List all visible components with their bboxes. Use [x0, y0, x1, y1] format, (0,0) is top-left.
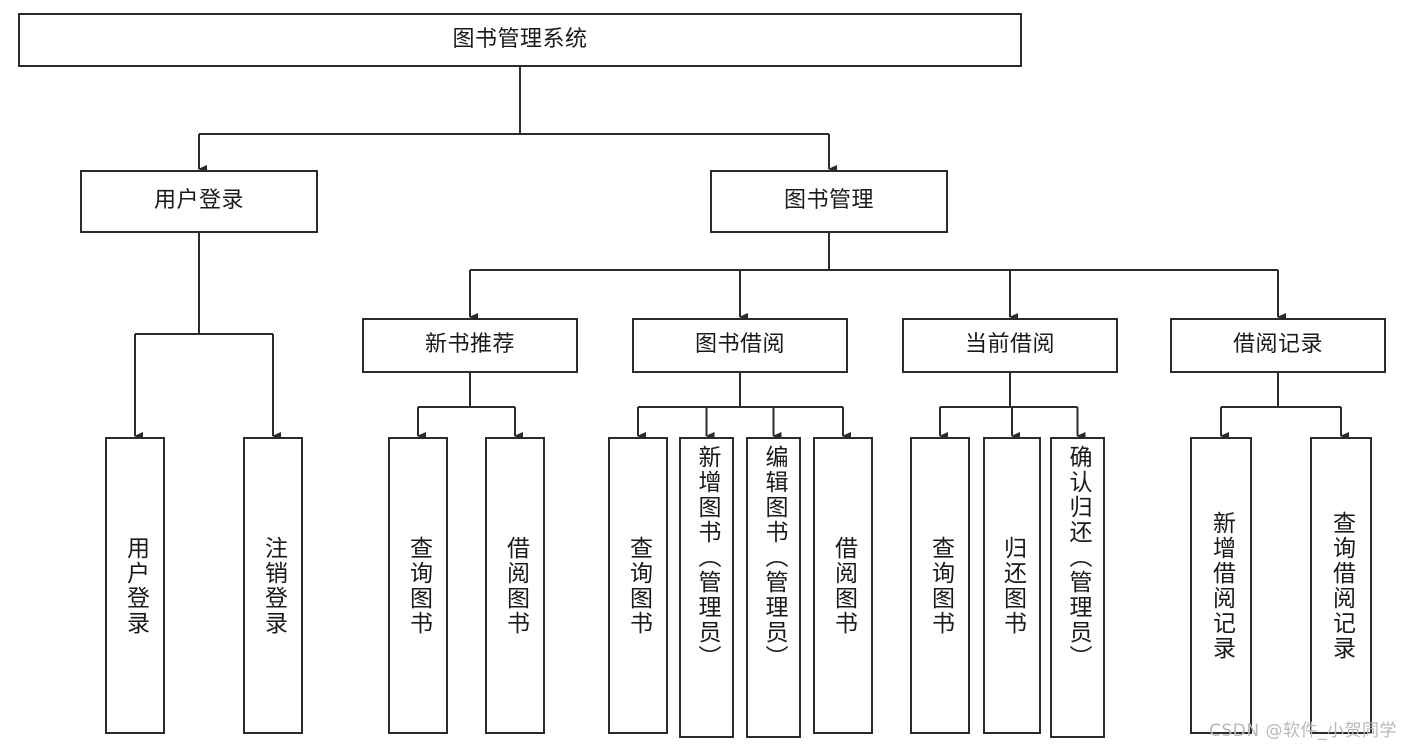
node-user-login[interactable]: 用户登录 [80, 170, 318, 233]
node-book-management[interactable]: 图书管理 [710, 170, 948, 233]
node-label: 新增图书（管理员） [694, 445, 720, 670]
node-label: 注销登录 [260, 535, 287, 636]
node-label: 用户登录 [122, 535, 149, 636]
node-label: 图书借阅 [694, 332, 785, 358]
node-label: 新书推荐 [424, 332, 515, 358]
node-label: 借阅记录 [1232, 332, 1323, 358]
watermark-text: CSDN @软件_小贺同学 [1209, 721, 1397, 741]
node-label: 借阅图书 [830, 535, 857, 636]
leaf-query-books-current[interactable]: 查询图书 [910, 437, 970, 734]
leaf-add-book-admin[interactable]: 新增图书（管理员） [679, 437, 734, 738]
node-label: 图书管理系统 [452, 26, 588, 52]
leaf-borrow-books-recommend[interactable]: 借阅图书 [485, 437, 545, 734]
leaf-query-books-recommend[interactable]: 查询图书 [388, 437, 448, 734]
leaf-borrow-books[interactable]: 借阅图书 [813, 437, 873, 734]
node-label: 查询图书 [625, 535, 652, 636]
node-new-book-recommend[interactable]: 新书推荐 [362, 318, 578, 373]
node-borrow-records[interactable]: 借阅记录 [1170, 318, 1386, 373]
node-label: 查询图书 [405, 535, 432, 636]
leaf-logout[interactable]: 注销登录 [243, 437, 303, 734]
node-root-system[interactable]: 图书管理系统 [18, 13, 1022, 67]
node-label: 查询图书 [927, 535, 954, 636]
node-label: 用户登录 [153, 188, 244, 214]
leaf-query-borrow-record[interactable]: 查询借阅记录 [1310, 437, 1372, 734]
leaf-confirm-return-admin[interactable]: 确认归还（管理员） [1050, 437, 1105, 738]
node-label: 新增借阅记录 [1208, 510, 1235, 661]
node-label: 确认归还（管理员） [1065, 445, 1091, 670]
node-label: 借阅图书 [502, 535, 529, 636]
leaf-edit-book-admin[interactable]: 编辑图书（管理员） [746, 437, 801, 738]
node-current-borrow[interactable]: 当前借阅 [902, 318, 1118, 373]
node-book-borrow[interactable]: 图书借阅 [632, 318, 848, 373]
node-label: 编辑图书（管理员） [761, 445, 787, 670]
leaf-add-borrow-record[interactable]: 新增借阅记录 [1190, 437, 1252, 734]
node-label: 归还图书 [999, 535, 1026, 636]
leaf-return-books[interactable]: 归还图书 [983, 437, 1041, 734]
node-label: 查询借阅记录 [1328, 510, 1355, 661]
node-label: 图书管理 [783, 188, 874, 214]
leaf-query-books[interactable]: 查询图书 [608, 437, 668, 734]
leaf-user-login[interactable]: 用户登录 [105, 437, 165, 734]
tree-connectors [133, 67, 1349, 440]
node-label: 当前借阅 [964, 332, 1055, 358]
